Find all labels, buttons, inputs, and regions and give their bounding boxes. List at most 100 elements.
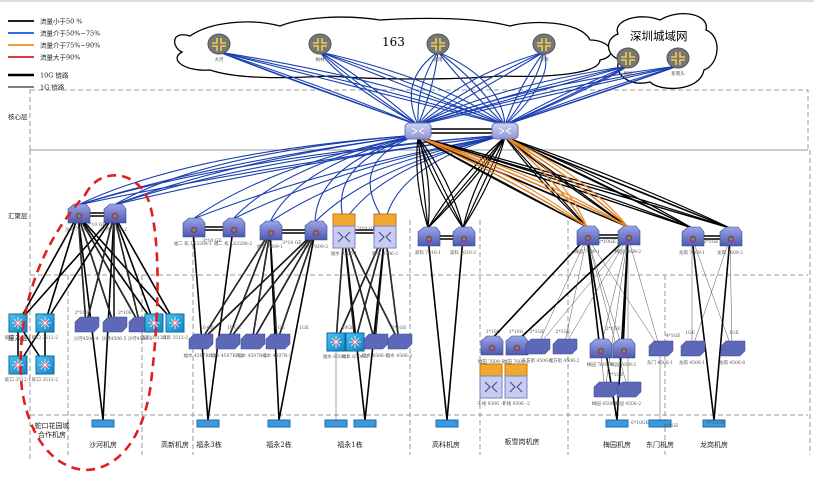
device-label: 龙岗 7609-1 [679,249,705,256]
link [113,134,506,206]
link-speed-label: 4*10GE [707,420,725,426]
link-speed-label: 2*10 GE [86,222,105,228]
access-switch-icon [552,338,578,355]
legend-label: 流量介于50%~75% [40,29,100,38]
access-switch-icon [240,333,266,350]
link [691,237,733,350]
device-label: 福水 9306-2 [372,250,398,257]
device-label: 东方街 4506-1 [522,357,553,364]
server-icon [648,419,672,428]
access-switch-icon [188,333,214,350]
device-label: 福水 7609-2 [302,243,328,250]
aggregation-switch-icon [576,225,600,246]
link [278,231,316,421]
link [515,236,629,343]
device-label: 蛇口 3512-2 [32,334,58,341]
device-label: 福水 4507RE-2 [210,352,243,359]
chassis-switch-icon [504,363,528,399]
link [504,65,679,126]
link [504,136,588,228]
link [269,134,419,223]
access-switch-icon [616,381,642,398]
link [691,237,715,421]
link [269,134,506,223]
link [343,231,376,343]
link [17,214,79,324]
device-label: 干线 9306 -2 [502,400,530,407]
device-label: 高新 3512-2 [162,334,188,341]
link-speed-label: 2*1GE [609,372,624,378]
link [340,134,419,223]
link [504,51,545,126]
link [384,134,506,223]
link [192,134,419,220]
link [232,134,419,220]
aggregation-switch-icon [103,203,127,224]
chassis-switch-icon [373,213,397,249]
aggregation-switch-icon [612,338,636,359]
link [417,136,464,229]
link [354,231,386,343]
link [586,236,661,350]
link [364,231,386,421]
link [417,136,588,228]
isp-cloud-title: 163 [382,35,405,49]
link [17,214,115,324]
device-label: 福田 7609-2 [503,358,529,365]
link [462,136,506,229]
link [504,136,588,228]
link [417,136,629,228]
link [416,136,429,229]
room-label: 板雪岗机房 [505,437,540,446]
link [199,231,271,343]
link-speed-label: 10GE [342,325,355,331]
chassis-switch-icon [332,213,356,249]
legend-label: 1G 链路 [40,83,65,92]
link [504,136,629,228]
device-label: 福二 栋 LS3208-2 [214,240,252,247]
router-label: 新南 [434,56,443,63]
server-icon [435,419,459,428]
link [504,65,629,126]
l3-switch-icon [165,313,185,333]
server-icon [91,419,115,428]
device-label: 福水 7609-1 [257,243,283,250]
aggregation-switch-icon [67,203,91,224]
access-switch-icon [265,333,291,350]
link [218,51,419,126]
link [226,231,271,343]
link [77,214,141,326]
device-label: 福水 9306-1 [331,250,357,257]
access-switch-icon [74,316,100,333]
room-label: 蛇口花园城 [35,421,70,430]
aggregation-switch-icon [304,220,328,241]
link [417,136,629,228]
link [113,214,155,324]
link [343,231,366,421]
link-speed-label: 4*1GE [664,423,679,429]
router-icon [207,33,231,55]
device-label: 梅园 7609-2 [615,248,641,255]
link-speed-label: 2*1GE [556,329,571,335]
link [417,51,439,126]
link [384,231,400,343]
link [417,51,545,126]
link [462,136,506,229]
link [437,51,506,126]
link [586,236,601,351]
link-speed-label: 2*1GE [392,325,407,331]
legend-label: 10G 链路 [40,71,69,80]
link [536,236,588,348]
link-speed-label: 2*1GE [530,329,545,335]
aggregation-switch-icon [505,335,529,356]
links [17,51,733,421]
link [417,65,629,126]
link-speed-label: 2*1GE [606,326,621,332]
legend-label: 流量小于50 % [40,17,83,26]
link [437,51,506,126]
access-switch-icon [648,340,674,357]
link [462,136,506,229]
access-switch-icon [387,333,413,350]
link [729,237,733,350]
router-icon [666,47,690,69]
